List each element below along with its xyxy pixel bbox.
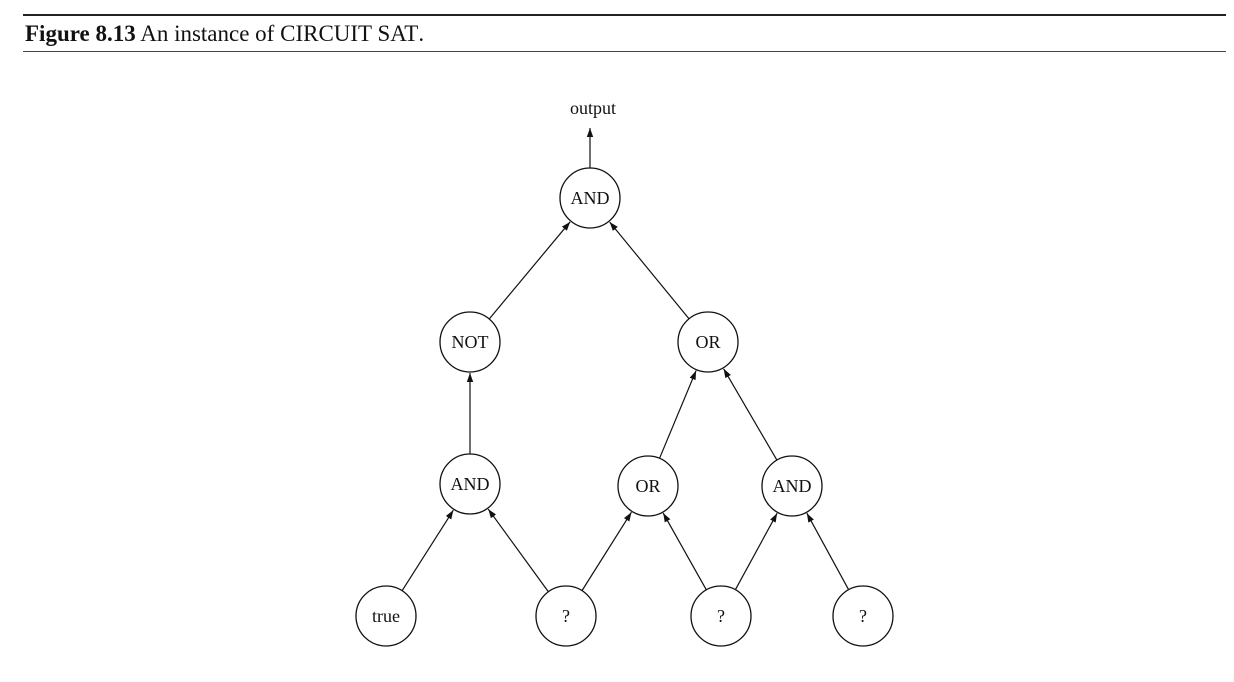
node-label: AND bbox=[451, 474, 490, 494]
output-label: output bbox=[570, 98, 616, 118]
figure-label: Figure 8.13 bbox=[25, 21, 136, 46]
figure-header: Figure 8.13 An instance of CIRCUIT SAT. bbox=[23, 14, 1226, 52]
caption-text: An instance of bbox=[140, 21, 275, 46]
node-circle bbox=[355, 585, 417, 647]
node-and-root: AND bbox=[559, 167, 621, 229]
caption-term: CIRCUIT SAT bbox=[280, 21, 419, 46]
node-and-left: AND bbox=[439, 453, 501, 515]
caption-period: . bbox=[418, 21, 425, 46]
edge-or-mid-to-or-top bbox=[658, 370, 697, 459]
node-and-right: AND bbox=[761, 455, 823, 517]
node-label: ? bbox=[562, 606, 570, 626]
edge-input-3-to-and-right bbox=[806, 512, 850, 590]
node-circle bbox=[832, 585, 894, 647]
node-label: ? bbox=[717, 606, 725, 626]
node-circle bbox=[439, 453, 501, 515]
node-input-2: ? bbox=[690, 585, 752, 647]
node-label: AND bbox=[773, 476, 812, 496]
node-input-3: ? bbox=[832, 585, 894, 647]
node-circle bbox=[439, 311, 501, 373]
node-circle bbox=[677, 311, 739, 373]
edge-input-true-to-and-left bbox=[401, 509, 454, 592]
edge-layer bbox=[401, 128, 850, 593]
figure-caption: Figure 8.13 An instance of CIRCUIT SAT. bbox=[25, 21, 424, 47]
node-label: true bbox=[372, 606, 400, 626]
node-label: NOT bbox=[452, 332, 489, 352]
edge-input-1-to-and-left bbox=[487, 508, 549, 593]
edge-or-top-to-and-root bbox=[609, 221, 690, 320]
node-circle bbox=[535, 585, 597, 647]
node-or-mid: OR bbox=[617, 455, 679, 517]
edge-input-2-to-or-mid bbox=[662, 512, 707, 591]
node-circle bbox=[690, 585, 752, 647]
node-circle bbox=[617, 455, 679, 517]
node-input-1: ? bbox=[535, 585, 597, 647]
node-circle bbox=[761, 455, 823, 517]
edge-input-1-to-or-mid bbox=[581, 511, 632, 591]
node-not: NOT bbox=[439, 311, 501, 373]
node-label: ? bbox=[859, 606, 867, 626]
node-label: OR bbox=[635, 476, 660, 496]
node-circle bbox=[559, 167, 621, 229]
node-label: AND bbox=[571, 188, 610, 208]
edge-not-to-and-root bbox=[488, 221, 571, 320]
node-layer: AND NOT OR AND OR AND true??? bbox=[355, 167, 894, 647]
edge-and-right-to-or-top bbox=[723, 368, 778, 461]
node-or-top: OR bbox=[677, 311, 739, 373]
edge-input-2-to-and-right bbox=[734, 512, 778, 590]
node-label: OR bbox=[695, 332, 720, 352]
node-input-true: true bbox=[355, 585, 417, 647]
